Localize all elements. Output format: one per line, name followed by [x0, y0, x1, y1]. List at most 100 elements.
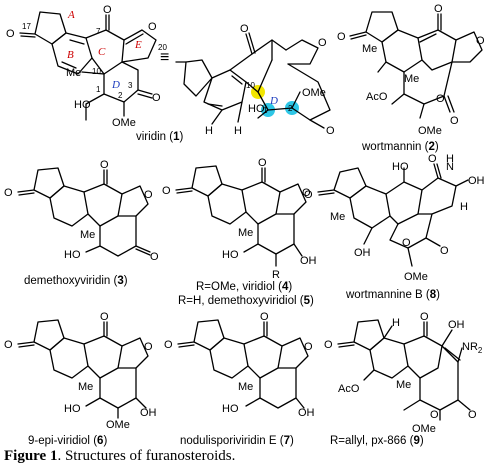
hydroxyl-group: HO: [74, 99, 91, 111]
acetoxy-group: AcO: [338, 383, 360, 395]
equivalence-sign: ≡: [160, 49, 169, 66]
structure-wortmannine-b: O HO O N H OH H Me OH O O OMe: [304, 153, 485, 283]
atom-O: O: [144, 189, 153, 201]
hydroxyl-group: OH: [300, 255, 317, 267]
caption-text: . Structures of furanosteroids.: [57, 448, 236, 464]
hydroxyl-group: OH: [468, 175, 485, 187]
hydroxyl-group: HO: [222, 403, 239, 415]
hydroxyl-group: OH: [354, 247, 371, 259]
structure-nodulisporiviridin-e: O O O Me HO OH: [164, 311, 315, 419]
atom-O: O: [428, 153, 437, 165]
ring-label-D: D: [269, 95, 278, 107]
hydroxyl-group: HO: [248, 103, 265, 115]
structure-9-epi-viridiol: O O O Me HO OH OMe: [4, 311, 157, 431]
atom-O: O: [258, 157, 267, 169]
amide-nitrogen: N: [446, 161, 454, 173]
atom-O: O: [434, 3, 443, 15]
compound-label-1: viridin (1): [136, 131, 183, 143]
compound-label-3: demethoxyviridin (3): [24, 275, 128, 287]
hydrogen-atom: H: [446, 153, 454, 165]
atom-O: O: [6, 28, 15, 40]
atom-number-17: 17: [22, 22, 31, 31]
atom-O: O: [4, 187, 13, 199]
methyl-group: Me: [238, 227, 253, 239]
compound-label-8: wortmannine B (8): [345, 289, 440, 301]
atom-number-1: 1: [263, 106, 268, 115]
methyl-group: Me: [404, 73, 419, 85]
atom-O: O: [318, 37, 327, 49]
figure-label: Figure 1: [4, 448, 58, 464]
methyl-group: Me: [78, 381, 93, 393]
structure-viridin-3d: H H O O HO OMe O 10 1 2 D: [175, 23, 335, 137]
atom-O: O: [430, 409, 439, 421]
atom-O: O: [304, 189, 313, 201]
atom-O: O: [162, 185, 171, 197]
compound-label-2: wortmannin (2): [361, 141, 439, 153]
ring-label-C: C: [98, 46, 106, 58]
atom-O: O: [100, 159, 109, 171]
atom-O: O: [144, 341, 153, 353]
atom-O: O: [164, 339, 173, 351]
methyl-group: Me: [80, 229, 95, 241]
ring-label-E: E: [134, 39, 142, 51]
hydroxyl-group: HO: [222, 249, 239, 261]
hydrogen-atom: H: [460, 201, 468, 213]
structure-viridin: A B C D E O 17 O 7 O 20 Me 10 1 2 3 HO O…: [6, 4, 167, 129]
methoxy-group: OMe: [112, 117, 136, 129]
atom-O: O: [324, 339, 333, 351]
atom-O: O: [402, 237, 411, 249]
methyl-group: Me: [330, 211, 345, 223]
compound-label-6: 9-epi-viridiol (6): [28, 435, 107, 447]
atom-O: O: [337, 31, 346, 43]
atom-O: O: [152, 92, 161, 104]
atom-O: O: [304, 341, 313, 353]
methyl-group: Me: [66, 67, 81, 79]
ring-label-A: A: [67, 9, 75, 21]
hydroxyl-group: HO: [392, 161, 409, 173]
atom-number-20: 20: [158, 43, 167, 52]
hydroxyl-group: HO: [64, 403, 81, 415]
r-group: R: [272, 269, 280, 281]
atom-number-1: 1: [96, 85, 101, 94]
methoxy-group: OMe: [412, 423, 436, 435]
ring-label-B: B: [67, 49, 74, 61]
atom-number-10: 10: [92, 67, 101, 76]
atom-number-10: 10: [246, 81, 255, 90]
atom-O: O: [326, 125, 335, 137]
hydrogen-atom: H: [234, 125, 242, 137]
structure-demethoxyviridin: O O O Me HO O: [4, 159, 159, 263]
atom-O: O: [240, 23, 249, 35]
atom-O: O: [260, 311, 269, 323]
atom-O: O: [302, 187, 311, 199]
atom-O: O: [468, 409, 477, 421]
atom-O: O: [4, 339, 13, 351]
hydrogen-atom: H: [392, 317, 400, 329]
atom-number-7: 7: [96, 27, 101, 36]
atom-O: O: [450, 115, 459, 127]
structure-px-866: O H O OH NR2 Me AcO O O OMe: [324, 311, 483, 435]
methyl-group: Me: [238, 381, 253, 393]
compound-label-7: nodulisporiviridin E (7): [180, 435, 294, 447]
methyl-group: Me: [362, 43, 377, 55]
atom-O: O: [103, 4, 112, 16]
atom-number-2: 2: [288, 104, 293, 113]
methoxy-group: OMe: [106, 419, 130, 431]
compound-label-4: R=OMe, viridiol (4): [196, 281, 292, 293]
hydroxyl-group: HO: [64, 249, 81, 261]
atom-O: O: [476, 35, 485, 47]
atom-O: O: [100, 311, 109, 323]
methoxy-group: OMe: [302, 87, 326, 99]
hydroxyl-group: OH: [448, 319, 465, 331]
acetoxy-group: AcO: [366, 91, 388, 103]
compound-label-5: R=H, demethoxyviridiol (5): [178, 295, 314, 307]
hydroxyl-group: OH: [298, 407, 315, 419]
methoxy-group: OMe: [404, 271, 428, 283]
atom-O: O: [440, 245, 449, 257]
methyl-group: Me: [396, 379, 411, 391]
hydroxyl-group: OH: [140, 407, 157, 419]
atom-O: O: [148, 21, 157, 33]
amine-group: NR2: [462, 341, 483, 355]
methoxy-group: OMe: [418, 125, 442, 137]
ring-label-D: D: [111, 79, 120, 91]
